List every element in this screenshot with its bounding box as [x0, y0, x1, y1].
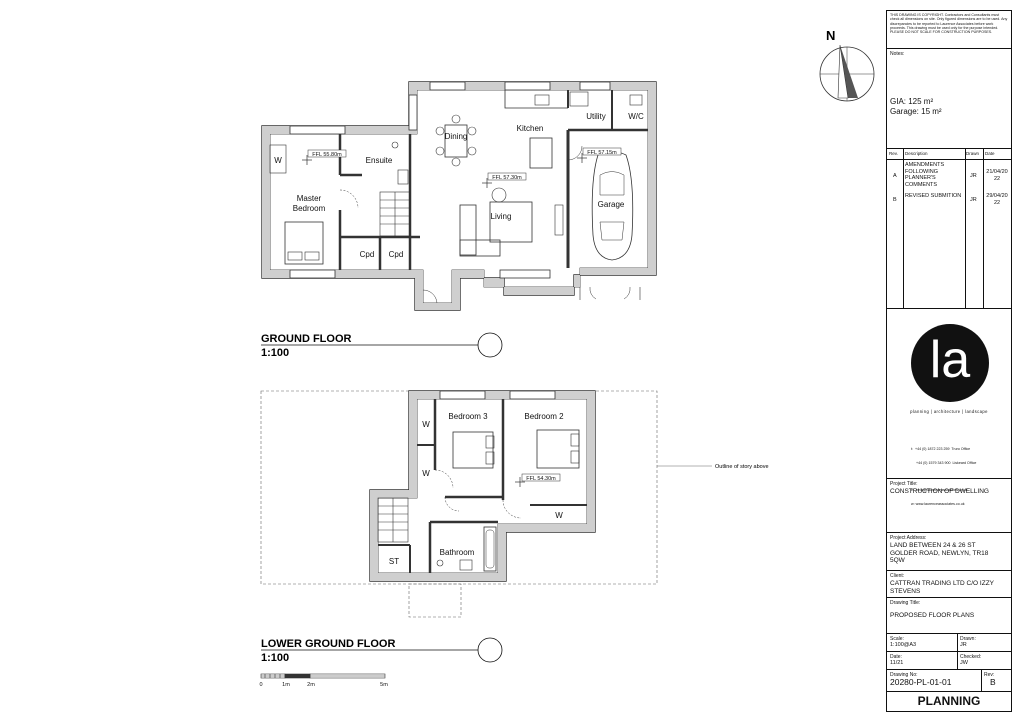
floor-plan-drawing: N — [259, 28, 875, 688]
room-master-line2: Bedroom — [293, 204, 326, 213]
checked-value: JW — [960, 660, 968, 666]
north-label: N — [826, 28, 835, 43]
outline-note: Outline of story above — [715, 464, 769, 470]
date-label: Date: — [890, 654, 902, 660]
notes-label: Notes: — [890, 51, 905, 57]
contact-email: e: hello@laurenceassociates.co.uk — [911, 487, 968, 492]
room-wardrobe-1: W — [422, 420, 430, 429]
drawn-value: JR — [960, 642, 967, 648]
rev-a: A — [893, 173, 897, 179]
project-title-cell: Project Title: CONSTRUCTION OF DWELLING — [887, 479, 1011, 533]
room-utility: Utility — [586, 112, 606, 121]
rev-b: B — [893, 197, 897, 203]
ground-floor-scale: 1:100 — [261, 347, 289, 359]
drawn-label: Drawn: — [960, 636, 976, 642]
drawn-header: Drawn — [966, 151, 980, 156]
drawing-title-value: PROPOSED FLOOR PLANS — [890, 612, 975, 619]
scale-value: 1:100@A3 — [890, 642, 917, 648]
drawing-no-label: Drawing No: — [890, 672, 918, 678]
room-bedroom-2: Bedroom 2 — [524, 412, 564, 421]
client-value: CATTRAN TRADING LTD C/O IZZY STEVENS — [890, 580, 994, 595]
lower-ground-floor-labels: Bedroom 3 Bedroom 2 Bathroom ST W W W FF… — [389, 412, 564, 566]
project-address-value: LAND BETWEEN 24 & 26 ST GOLDER ROAD, NEW… — [890, 542, 989, 564]
project-title-label: Project Title: — [890, 481, 918, 487]
room-garage: Garage — [598, 200, 625, 209]
north-arrow: N — [819, 28, 875, 102]
room-wardrobe: W — [274, 156, 282, 165]
ffl-lower: FFL 54.30m — [526, 476, 556, 482]
room-store: ST — [389, 557, 399, 566]
rev-label: Rev: — [984, 672, 995, 678]
client-cell: Client: CATTRAN TRADING LTD C/O IZZY STE… — [887, 571, 1011, 598]
date-checked-cell: Date: 11/21 Checked: JW — [887, 652, 1011, 670]
logo-tagline: planning | architecture | landscape — [910, 409, 988, 414]
room-master-line1: Master — [297, 194, 322, 203]
room-wardrobe-2: W — [422, 469, 430, 478]
rev-a-drawn: JR — [970, 173, 977, 179]
ground-floor-section-marker — [477, 332, 503, 358]
notes-cell: Notes: GIA: 125 m² Garage: 15 m² — [887, 49, 1011, 149]
lower-ground-floor-scale: 1:100 — [261, 652, 289, 664]
rev-b-drawn: JR — [970, 197, 977, 203]
scale-bar — [260, 673, 386, 679]
ffl-living: FFL 57.30m — [492, 175, 522, 181]
contact-tel-2: +44 (0) 1579 343 900 Liskeard Office — [911, 460, 977, 465]
room-living: Living — [491, 212, 512, 221]
lower-ground-floor-title: LOWER GROUND FLOOR — [261, 638, 395, 650]
lower-ground-floor-plan — [369, 390, 596, 582]
checked-label: Checked: — [960, 654, 982, 660]
date-header: Date — [985, 151, 995, 156]
title-block: THIS DRAWING IS COPYRIGHT. Contractors a… — [886, 10, 1012, 712]
garage-area-value: Garage: 15 m² — [890, 107, 942, 116]
room-kitchen: Kitchen — [517, 124, 544, 133]
project-address-label: Project Address: — [890, 535, 927, 541]
room-dining: Dining — [445, 132, 468, 141]
rev-value: B — [990, 677, 996, 687]
scale-1m: 1m — [282, 682, 290, 688]
drawing-title-label: Drawing Title: — [890, 600, 921, 606]
drawing-no-value: 20280-PL-01-01 — [890, 677, 952, 687]
ground-floor-plan — [261, 81, 657, 311]
room-wardrobe-3: W — [555, 511, 563, 520]
scale-2m: 2m — [307, 682, 315, 688]
drawing-no-cell: Drawing No: 20280-PL-01-01 Rev: B — [887, 670, 1011, 692]
ground-floor-labels: Dining Kitchen Utility W/C Ensuite Maste… — [274, 112, 644, 259]
status-label: PLANNING — [917, 694, 981, 708]
room-cpd-1: Cpd — [360, 250, 375, 259]
lower-ground-floor-section-marker — [477, 637, 503, 663]
revisions-cell: Rev. Description Drawn Date A AMENDMENTS… — [887, 149, 1011, 309]
scale-drawn-cell: Scale: 1:100@A3 Drawn: JR — [887, 634, 1011, 652]
ffl-garage: FFL 57.15m — [587, 150, 617, 156]
project-address-cell: Project Address: LAND BETWEEN 24 & 26 ST… — [887, 533, 1011, 571]
ffl-master: FFL 55.80m — [312, 152, 342, 158]
company-logo: la — [911, 324, 989, 402]
contact-web: w: www.laurenceassociates.co.uk — [911, 502, 965, 507]
drawing-title-cell: Drawing Title: PROPOSED FLOOR PLANS — [887, 598, 1011, 634]
rev-a-date: 21/04/2022 — [986, 169, 1008, 182]
room-ensuite: Ensuite — [366, 156, 393, 165]
copyright-note: THIS DRAWING IS COPYRIGHT. Contractors a… — [890, 13, 1008, 35]
date-value: 11/21 — [890, 660, 904, 666]
scale-5m: 5m — [380, 682, 388, 688]
room-bedroom-3: Bedroom 3 — [448, 412, 488, 421]
project-title-value: CONSTRUCTION OF DWELLING — [890, 488, 989, 495]
room-bathroom: Bathroom — [440, 548, 475, 557]
rev-header: Rev. — [889, 151, 898, 156]
gia-value: GIA: 125 m² — [890, 97, 934, 106]
ground-floor-title: GROUND FLOOR — [261, 333, 351, 345]
logo-cell: la planning | architecture | landscape t… — [887, 309, 1011, 506]
rev-b-desc: REVISED SUBMITION — [905, 193, 962, 199]
rev-a-desc: AMENDMENTS FOLLOWING PLANNER'S COMMENTS — [905, 162, 945, 188]
scale-0: 0 — [259, 682, 262, 688]
desc-header: Description — [905, 151, 928, 156]
room-cpd-2: Cpd — [389, 250, 404, 259]
rev-b-date: 29/04/2022 — [986, 193, 1008, 206]
copyright-cell: THIS DRAWING IS COPYRIGHT. Contractors a… — [887, 11, 1011, 49]
scale-bar-labels: 0 1m 2m 5m — [259, 682, 388, 688]
client-label: Client: — [890, 573, 905, 579]
room-wc: W/C — [628, 112, 644, 121]
contact-tel-1: t: +44 (0) 1872 223 259 Truro Office — [911, 446, 971, 451]
scale-label: Scale: — [890, 636, 904, 642]
